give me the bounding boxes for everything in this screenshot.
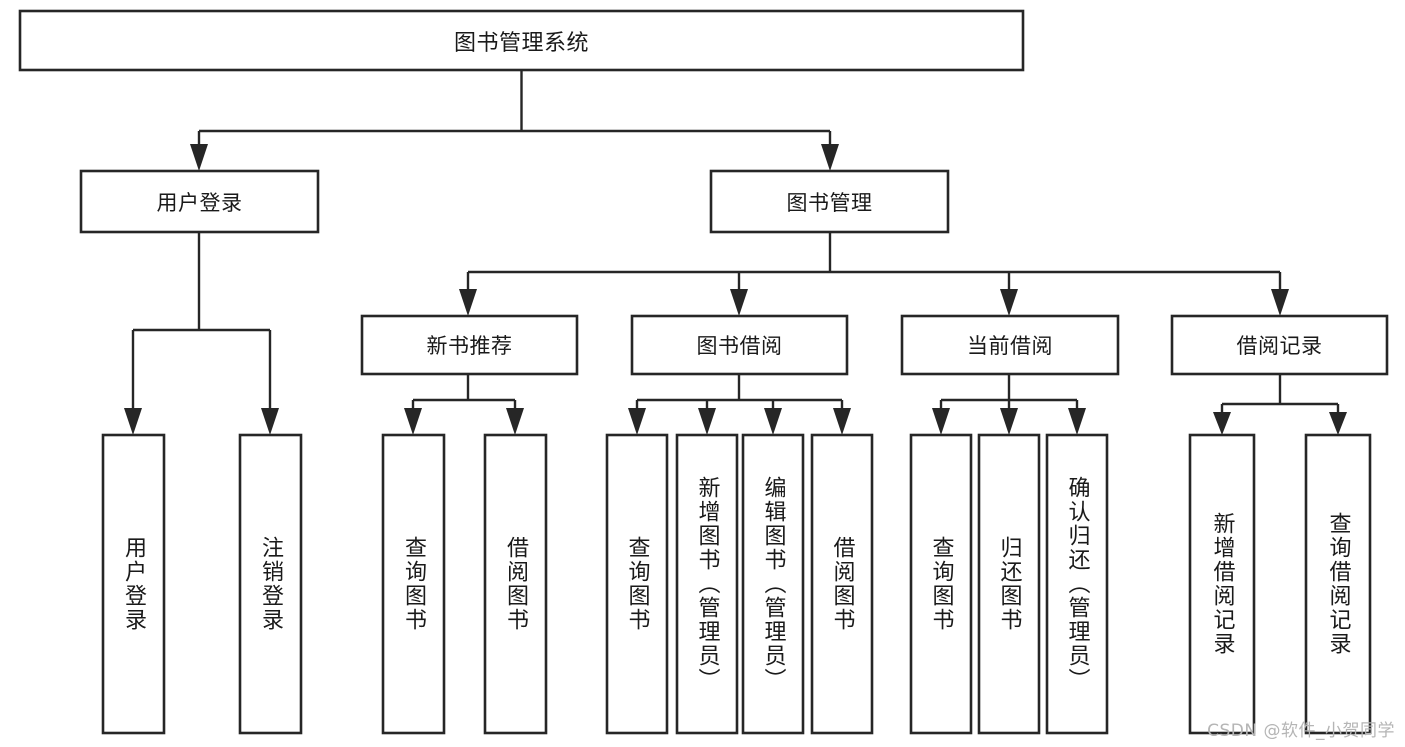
arrow-head-new-book-recommend xyxy=(459,289,477,316)
arrow-head-current-borrow xyxy=(1000,289,1018,316)
connector-group-borrow-record xyxy=(1213,374,1347,435)
arrow-head-leaf-edit-book xyxy=(764,408,782,435)
arrow-head-leaf-return-book xyxy=(1000,408,1018,435)
arrow-head-leaf-query-record xyxy=(1329,412,1347,435)
node-box-leaf-user-logout[interactable] xyxy=(238,433,303,735)
arrow-head-book-manage xyxy=(821,144,839,171)
node-box-leaf-user-login[interactable] xyxy=(101,433,166,735)
arrow-head-leaf-user-login xyxy=(124,408,142,435)
node-box-user-login[interactable] xyxy=(79,169,320,234)
node-box-leaf-query-record[interactable] xyxy=(1304,433,1372,735)
node-box-book-borrow[interactable] xyxy=(630,314,849,376)
node-box-leaf-edit-book[interactable] xyxy=(741,433,805,735)
connector-group-new-book-recommend xyxy=(404,374,524,435)
node-box-current-borrow[interactable] xyxy=(900,314,1120,376)
connector-group-user-login xyxy=(124,232,279,435)
watermark-text: CSDN @软件_小贺同学 xyxy=(1207,721,1395,741)
node-box-leaf-return-book[interactable] xyxy=(977,433,1041,735)
node-box-root[interactable] xyxy=(18,9,1025,72)
connector-group-book-manage xyxy=(459,232,1289,316)
connector-group-book-borrow xyxy=(628,374,851,435)
node-box-leaf-query-book-3[interactable] xyxy=(909,433,973,735)
node-box-leaf-borrow-book-1[interactable] xyxy=(483,433,548,735)
arrow-head-borrow-record xyxy=(1271,289,1289,316)
node-box-leaf-borrow-book-2[interactable] xyxy=(810,433,874,735)
connector-group-root xyxy=(190,70,839,171)
arrow-head-book-borrow xyxy=(730,289,748,316)
node-box-leaf-query-book-1[interactable] xyxy=(381,433,446,735)
arrow-head-user-login xyxy=(190,144,208,171)
connector-group-current-borrow xyxy=(932,374,1086,435)
node-box-leaf-add-book[interactable] xyxy=(675,433,739,735)
arrow-head-leaf-query-book-1 xyxy=(404,408,422,435)
arrow-head-leaf-confirm-return xyxy=(1068,408,1086,435)
node-box-leaf-add-record[interactable] xyxy=(1188,433,1256,735)
node-box-book-manage[interactable] xyxy=(709,169,950,234)
node-box-leaf-query-book-2[interactable] xyxy=(605,433,669,735)
arrow-head-leaf-add-record xyxy=(1213,412,1231,435)
arrow-head-leaf-query-book-2 xyxy=(628,408,646,435)
arrow-head-leaf-query-book-3 xyxy=(932,408,950,435)
node-box-leaf-confirm-return[interactable] xyxy=(1045,433,1109,735)
node-box-new-book-recommend[interactable] xyxy=(360,314,579,376)
arrow-head-leaf-borrow-book-1 xyxy=(506,408,524,435)
arrow-head-leaf-user-logout xyxy=(261,408,279,435)
arrow-head-leaf-borrow-book-2 xyxy=(833,408,851,435)
node-box-borrow-record[interactable] xyxy=(1170,314,1389,376)
arrow-head-leaf-add-book xyxy=(698,408,716,435)
